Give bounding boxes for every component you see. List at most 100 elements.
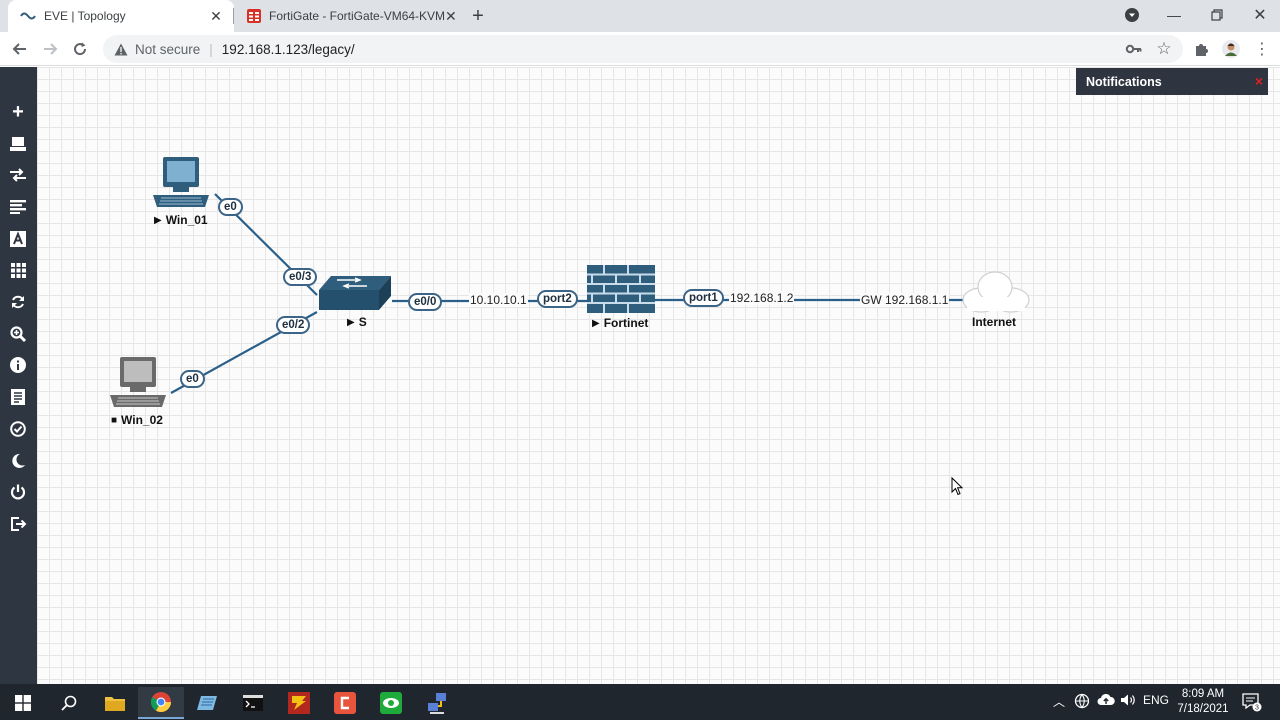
- nodes-icon[interactable]: [7, 133, 29, 155]
- browser-tabstrip: EVE | Topology ✕ FortiGate - FortiGate-V…: [0, 0, 1280, 32]
- notepad-icon[interactable]: [184, 687, 230, 719]
- start-windows-icon[interactable]: [0, 687, 46, 719]
- node-name: Win_02: [121, 413, 163, 427]
- node-name: Fortinet: [603, 316, 649, 330]
- terminal-icon[interactable]: [230, 687, 276, 719]
- mouse-cursor-icon: [951, 476, 964, 501]
- filezilla-icon[interactable]: [276, 687, 322, 719]
- tab-title: EVE | Topology: [44, 9, 126, 23]
- warning-triangle-icon[interactable]: [113, 41, 129, 57]
- clock-date: 7/18/2021: [1177, 703, 1229, 715]
- node-label-fortinet[interactable]: ▶ Fortinet: [592, 316, 648, 330]
- interface-label-fortinet-port2[interactable]: port2: [537, 290, 578, 308]
- power-icon[interactable]: [7, 481, 29, 503]
- minimize-icon[interactable]: —: [1167, 7, 1181, 23]
- tab-fortigate[interactable]: FortiGate - FortiGate-VM64-KVM ✕: [235, 0, 461, 32]
- interface-label-switch-e0-3[interactable]: e0/3: [283, 268, 318, 286]
- notifications-panel: Notifications ×: [1076, 68, 1268, 95]
- tray-network-globe-icon[interactable]: [1074, 693, 1090, 712]
- menu-kebab-icon[interactable]: ⋮: [1254, 41, 1270, 58]
- avatar[interactable]: [1221, 39, 1241, 59]
- running-play-icon: ▶: [592, 317, 600, 329]
- tray-chevron-up-icon[interactable]: ︿: [1053, 695, 1066, 709]
- omnibox-separator: |: [209, 41, 213, 57]
- networks-icon[interactable]: [7, 164, 29, 186]
- node-internet[interactable]: [959, 267, 1033, 322]
- node-label-internet[interactable]: Internet: [972, 315, 1017, 329]
- node-label-win01[interactable]: ▶ Win_01: [154, 213, 208, 227]
- eve-sidebar: +: [0, 67, 37, 684]
- key-icon[interactable]: [1124, 39, 1144, 59]
- check-icon[interactable]: [7, 418, 29, 440]
- topology-links: [170, 193, 967, 394]
- stopped-square-icon: ■: [111, 414, 118, 426]
- zoom-icon[interactable]: [7, 323, 29, 345]
- eve-favicon-icon: [20, 8, 36, 24]
- app-green-icon[interactable]: [368, 687, 414, 719]
- logout-icon[interactable]: [7, 513, 29, 535]
- node-fortinet[interactable]: [587, 265, 655, 318]
- interface-label-win01-e0[interactable]: e0: [218, 198, 243, 216]
- url-text: 192.168.1.123/legacy/: [221, 41, 355, 57]
- notification-count: 3: [1255, 705, 1259, 712]
- pc-icon: [153, 157, 209, 207]
- interface-label-fortinet-port1[interactable]: port1: [683, 289, 724, 307]
- clock-time: 8:09 AM: [1181, 688, 1225, 700]
- list-icon[interactable]: [7, 196, 29, 218]
- node-label-switch[interactable]: ▶ S: [347, 315, 367, 329]
- profile-menu-icon[interactable]: [1110, 0, 1154, 30]
- tray-language[interactable]: ENG: [1143, 693, 1170, 707]
- close-tab-icon[interactable]: ✕: [445, 7, 457, 24]
- forward-arrow-icon[interactable]: [38, 37, 62, 61]
- tab-title: FortiGate - FortiGate-VM64-KVM: [269, 9, 446, 23]
- tray-cloud-icon[interactable]: [1097, 693, 1115, 710]
- refresh-icon[interactable]: [7, 291, 29, 313]
- node-switch[interactable]: [317, 274, 393, 319]
- interface-label-win02-e0[interactable]: e0: [180, 370, 205, 388]
- close-notifications-icon[interactable]: ×: [1254, 73, 1263, 89]
- extensions-puzzle-icon[interactable]: [1191, 39, 1211, 59]
- browser-toolbar: Not secure | 192.168.1.123/legacy/ ☆ ⋮: [0, 32, 1280, 66]
- close-tab-icon[interactable]: ✕: [210, 7, 222, 24]
- topology-canvas[interactable]: ▶ Win_01 ■ Win_02 ▶ S: [37, 67, 1280, 684]
- chrome-icon[interactable]: [138, 687, 184, 719]
- windows-taskbar: ︿ ENG 8:09 AM 7/18/2021 3: [0, 684, 1280, 720]
- tray-volume-icon[interactable]: [1120, 693, 1137, 710]
- pc-icon: [110, 357, 166, 407]
- notes-icon[interactable]: [7, 386, 29, 408]
- star-bookmark-icon[interactable]: ☆: [1156, 39, 1172, 58]
- new-tab-button[interactable]: +: [472, 4, 484, 27]
- network-app-icon[interactable]: [414, 687, 460, 719]
- interface-label-switch-e0-0[interactable]: e0/0: [408, 293, 443, 311]
- interface-label-switch-e0-2[interactable]: e0/2: [276, 316, 311, 334]
- text-icon[interactable]: [7, 228, 29, 250]
- search-icon[interactable]: [46, 687, 92, 719]
- restore-icon[interactable]: [1195, 0, 1239, 30]
- action-center-icon[interactable]: 3: [1242, 692, 1262, 715]
- security-status: Not secure: [135, 41, 201, 57]
- reload-icon[interactable]: [68, 37, 92, 61]
- grid-icon[interactable]: [7, 259, 29, 281]
- ip-label-gateway[interactable]: GW 192.168.1.1: [860, 293, 950, 307]
- notifications-title: Notifications: [1086, 74, 1162, 89]
- node-label-win02[interactable]: ■ Win_02: [111, 413, 163, 427]
- taskbar-clock[interactable]: 8:09 AM 7/18/2021: [1172, 687, 1234, 717]
- running-play-icon: ▶: [154, 214, 162, 226]
- node-win02[interactable]: [108, 357, 168, 414]
- moon-icon[interactable]: [7, 450, 29, 472]
- back-arrow-icon[interactable]: [8, 37, 32, 61]
- close-window-icon[interactable]: ✕: [1253, 7, 1267, 24]
- node-win01[interactable]: [151, 157, 211, 214]
- info-icon[interactable]: [7, 354, 29, 376]
- node-name: Win_01: [165, 213, 208, 227]
- add-icon[interactable]: +: [12, 100, 24, 123]
- file-explorer-icon[interactable]: [92, 687, 138, 719]
- ip-label-wan[interactable]: 192.168.1.2: [729, 291, 795, 305]
- node-name: S: [358, 315, 367, 329]
- ip-label-lan[interactable]: 10.10.10.1: [469, 293, 528, 307]
- tab-eve-topology[interactable]: EVE | Topology ✕: [8, 0, 234, 32]
- tab-separator: [233, 8, 234, 24]
- address-bar[interactable]: Not secure | 192.168.1.123/legacy/: [103, 35, 1183, 63]
- fortigate-favicon-icon: [247, 8, 261, 24]
- app-red-icon[interactable]: [322, 687, 368, 719]
